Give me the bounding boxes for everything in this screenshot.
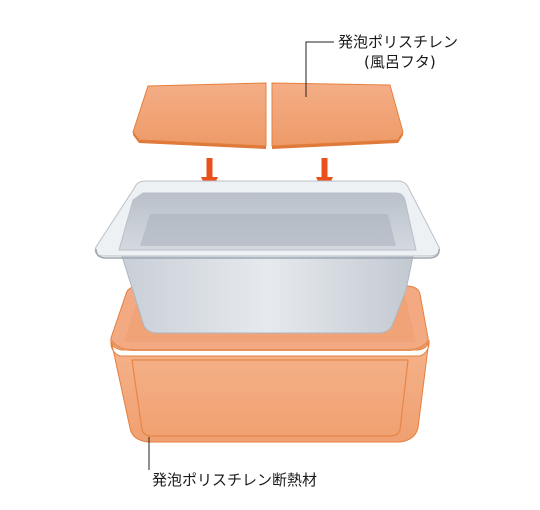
lid-label-line-2: (風呂フタ) <box>364 53 436 71</box>
lid-right-panel <box>271 82 404 147</box>
bath-lid <box>132 82 404 149</box>
lid-label-line-1: 発泡ポリスチレン <box>338 33 459 51</box>
insulation-front-panel <box>131 359 409 437</box>
lid-front-edge <box>133 132 266 149</box>
lid-left-panel <box>132 82 267 147</box>
insulation-front <box>110 339 430 443</box>
tub-body <box>121 255 414 334</box>
lid-front-edge-right <box>272 132 403 149</box>
bathtub <box>94 180 440 334</box>
tub-floor <box>140 214 396 246</box>
lid-leader-line <box>305 41 334 97</box>
insulation-label: 発泡ポリスチレン断熱材 <box>152 471 318 489</box>
